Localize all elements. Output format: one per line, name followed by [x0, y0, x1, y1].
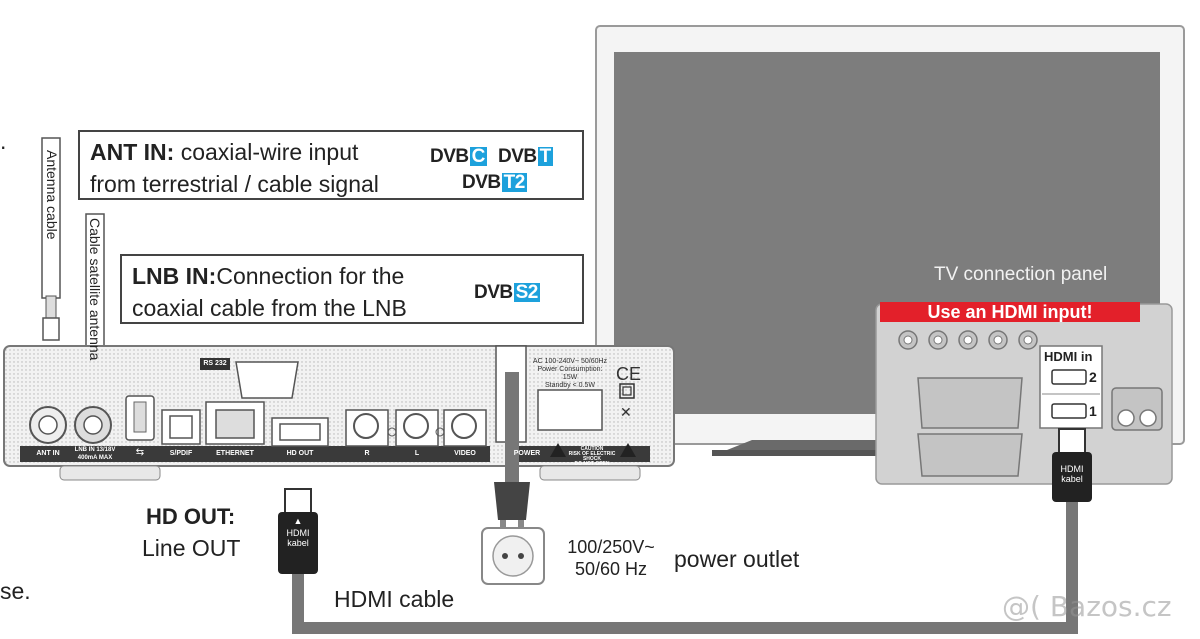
- ant-in-line1: coaxial-wire input: [180, 139, 359, 165]
- edge-text-top: .: [0, 128, 7, 154]
- ant-in-line2: from terrestrial / cable signal: [90, 171, 379, 197]
- weee-bin-icon: ✕: [620, 404, 632, 420]
- voltage-label: 100/250V~ 50/60 Hz: [567, 537, 655, 579]
- hdmi-cable-path: [292, 500, 1078, 634]
- hdmi-plug-left-tip: [284, 488, 312, 514]
- ant-in-title: ANT IN:: [90, 139, 175, 165]
- power-cord: [494, 372, 530, 540]
- hdmi-cable-label: HDMI cable: [334, 586, 455, 612]
- hd-out-subtitle: Line OUT: [142, 535, 241, 561]
- lnb-in-callout: LNB IN:Connection for the coaxial cable …: [120, 254, 584, 324]
- satellite-cable-label: Cable satellite antenna: [87, 218, 103, 361]
- lnb-in-line1: Connection for the: [216, 263, 405, 289]
- hdmi-plug-right: HDMI kabel: [1052, 452, 1092, 502]
- port-label-lnb-in: LNB IN 13/18V 400mA MAX: [74, 447, 116, 461]
- hdmi-port-1-label: 1: [1089, 403, 1097, 419]
- hdmi-plug-right-tip: [1058, 428, 1086, 454]
- antenna-cable: [41, 137, 61, 341]
- hd-out-title: HD OUT:: [146, 504, 236, 529]
- port-label-hd-out: HD OUT: [286, 450, 314, 457]
- lnb-in-line2: coaxial cable from the LNB: [132, 295, 407, 321]
- triangle-up-icon: ▲: [293, 516, 303, 526]
- ant-in-callout: ANT IN: coaxial-wire input from terrestr…: [78, 130, 584, 200]
- tv-panel-title: TV connection panel: [934, 264, 1108, 285]
- ce-mark: CE: [616, 364, 642, 384]
- watermark: @( Bazos.cz: [1002, 590, 1172, 623]
- rs232-label: RS 232: [203, 360, 227, 367]
- lnb-in-title: LNB IN:: [132, 263, 217, 289]
- power-outlet-socket: [481, 527, 545, 585]
- antenna-cable-label: Antenna cable: [44, 150, 60, 240]
- port-label-power: POWER: [513, 450, 541, 457]
- power-outlet-label: power outlet: [674, 546, 800, 572]
- hdmi-plug-left: ▲ HDMI kabel: [278, 512, 318, 574]
- hdmi-in-label: HDMI in: [1044, 349, 1093, 364]
- port-label-ethernet: ETHERNET: [216, 450, 254, 457]
- hdmi-port-2-label: 2: [1089, 369, 1097, 385]
- hdmi-banner: Use an HDMI input!: [880, 302, 1140, 322]
- port-label-spdif: S/PDIF: [169, 450, 193, 457]
- port-label-r: R: [364, 450, 370, 457]
- caution-label: CAUTION RISK OF ELECTRIC SHOCK DO NOT OP…: [568, 446, 616, 467]
- edge-text-bottom: se.: [0, 578, 31, 604]
- usb-icon: ⇆: [135, 447, 145, 458]
- tv-connection-panel: [875, 303, 1173, 485]
- port-label-l: L: [414, 450, 420, 457]
- tv-set: [595, 25, 1185, 456]
- port-label-video: VIDEO: [454, 450, 476, 457]
- port-label-ant-in: ANT IN: [36, 450, 60, 457]
- power-spec-label: AC 100-240V~ 50/60Hz Power Consumption: …: [532, 358, 608, 389]
